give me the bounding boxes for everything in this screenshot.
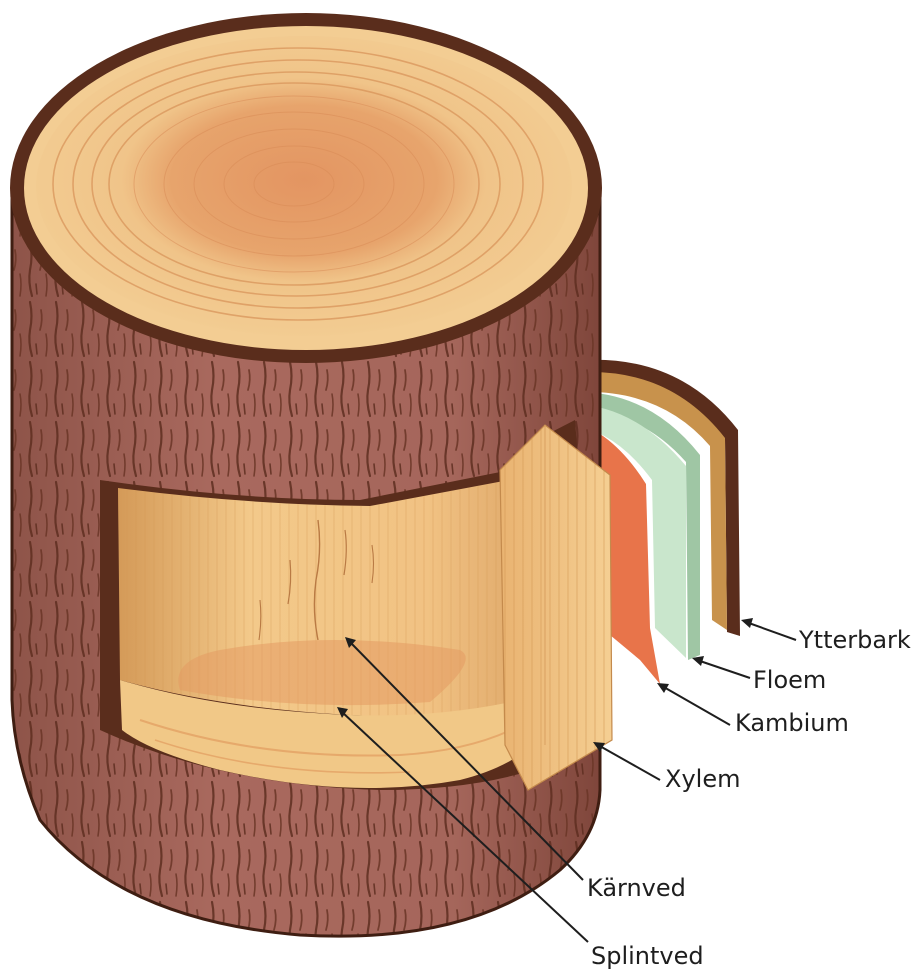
label-ytterbark: Ytterbark xyxy=(798,626,911,654)
label-xylem: Xylem xyxy=(665,765,740,793)
leader-floem xyxy=(697,660,750,678)
xylem-strip xyxy=(500,425,612,790)
trunk-top-face xyxy=(10,13,602,363)
label-kambium: Kambium xyxy=(735,709,849,737)
leader-kambium xyxy=(662,686,730,725)
leader-ytterbark xyxy=(746,622,796,640)
label-splintved: Splintved xyxy=(591,942,704,970)
arrowhead-ytterbark xyxy=(741,618,753,628)
label-karnved: Kärnved xyxy=(587,874,686,902)
leader-xylem xyxy=(598,745,660,780)
label-floem: Floem xyxy=(753,666,826,694)
